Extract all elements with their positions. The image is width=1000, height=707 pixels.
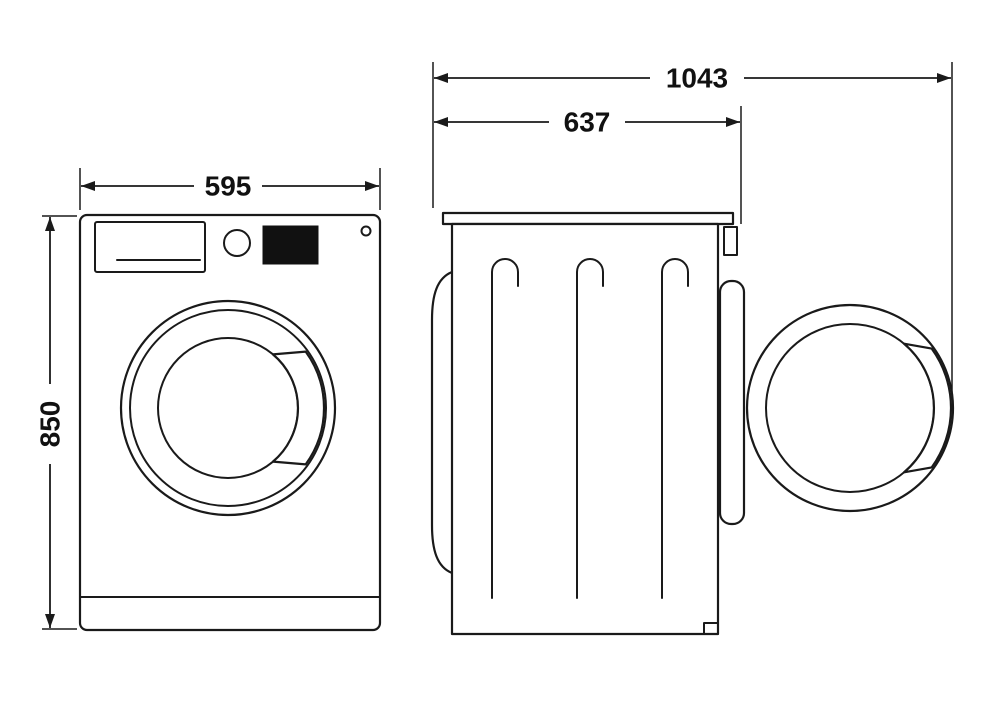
indicator-dot — [360, 225, 372, 237]
side-view — [430, 211, 955, 636]
height-dim-label: 850 — [35, 401, 66, 448]
side-top-panel — [441, 211, 735, 226]
side-panel-rib-1 — [491, 258, 519, 599]
total-depth-dim-label: 1043 — [666, 63, 728, 94]
door-inner-ring — [129, 309, 327, 507]
front-width-dimension: 595 — [79, 168, 381, 210]
display-panel — [262, 225, 319, 265]
detergent-drawer — [94, 221, 206, 273]
side-panel-rib-2 — [576, 258, 604, 599]
hinge-detail — [723, 226, 738, 256]
side-panel-rib-3 — [661, 258, 689, 599]
door-handle — [271, 350, 326, 466]
open-door-outer-ring — [745, 303, 955, 513]
total-depth-dimension: 1043 — [432, 62, 953, 400]
program-knob — [223, 229, 251, 257]
open-door-edge — [718, 279, 746, 526]
body-depth-dimension: 637 — [434, 106, 742, 224]
open-door-handle — [902, 342, 953, 474]
side-body-outline — [450, 222, 720, 636]
front-view — [78, 213, 382, 632]
width-dim-label: 595 — [205, 171, 252, 202]
side-front-bulge — [430, 270, 454, 575]
front-height-dimension: 850 — [35, 215, 77, 630]
side-foot-detail — [703, 622, 719, 635]
body-depth-dim-label: 637 — [564, 107, 611, 138]
